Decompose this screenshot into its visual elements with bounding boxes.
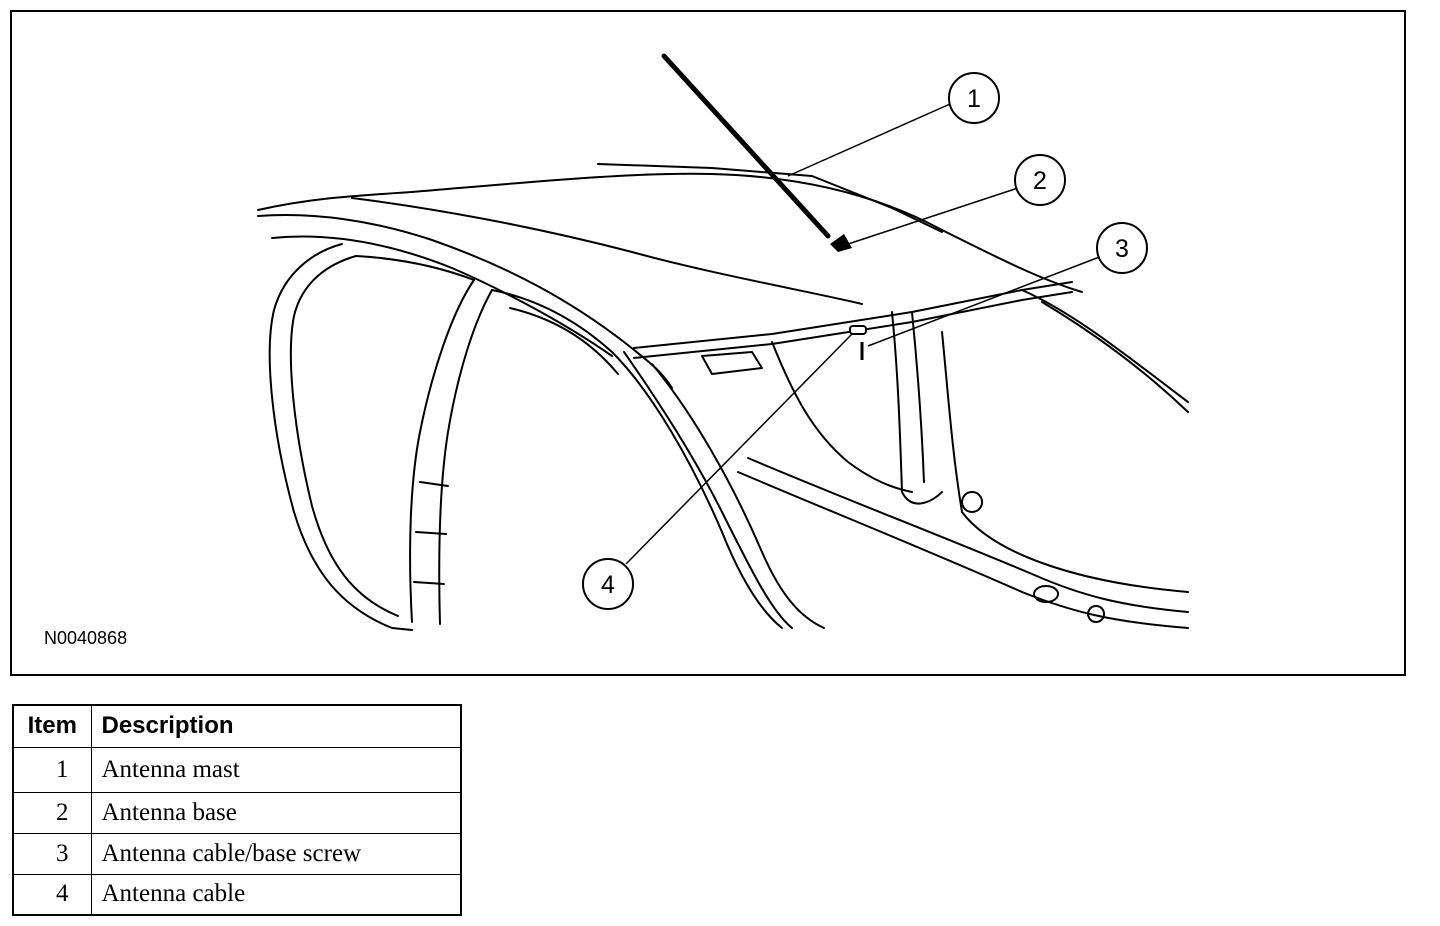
legend-item-number: 1 <box>12 746 92 793</box>
callout-3-number: 3 <box>1115 235 1129 263</box>
callout-4: 4 <box>582 558 634 610</box>
antenna-mast <box>661 53 831 239</box>
legend-item-description: Antenna mast <box>90 746 462 793</box>
legend-item-number: 2 <box>12 791 92 834</box>
figure-id-label: N0040868 <box>44 628 128 648</box>
vehicle-body-outline <box>257 163 1189 631</box>
legend-header-description: Description <box>90 704 462 748</box>
callout-4-number: 4 <box>601 571 615 599</box>
callout-2: 2 <box>1014 154 1066 206</box>
table-row: 4 Antenna cable <box>12 873 462 916</box>
table-row: 2 Antenna base <box>12 791 462 834</box>
vehicle-roof-diagram: 1 2 3 4 <box>257 53 1189 631</box>
legend-item-number: 4 <box>12 873 92 916</box>
callout-1-number: 1 <box>967 85 981 113</box>
legend-item-number: 3 <box>12 832 92 875</box>
figure-frame: 1 2 3 4 N0040868 <box>10 10 1406 676</box>
antenna-cable-plug <box>849 325 867 335</box>
callout-1: 1 <box>948 72 1000 124</box>
callout-2-number: 2 <box>1033 167 1047 195</box>
callout-leaders <box>625 103 1103 565</box>
legend-header-row: Item Description <box>12 704 462 748</box>
callout-3: 3 <box>1096 222 1148 274</box>
legend-header-item: Item <box>12 704 92 748</box>
legend-item-description: Antenna cable <box>90 873 462 916</box>
antenna-base <box>830 234 852 252</box>
legend-table: Item Description 1 Antenna mast 2 Antenn… <box>12 704 462 916</box>
legend-item-description: Antenna base <box>90 791 462 834</box>
table-row: 3 Antenna cable/base screw <box>12 832 462 875</box>
legend-item-description: Antenna cable/base screw <box>90 832 462 875</box>
table-row: 1 Antenna mast <box>12 746 462 793</box>
